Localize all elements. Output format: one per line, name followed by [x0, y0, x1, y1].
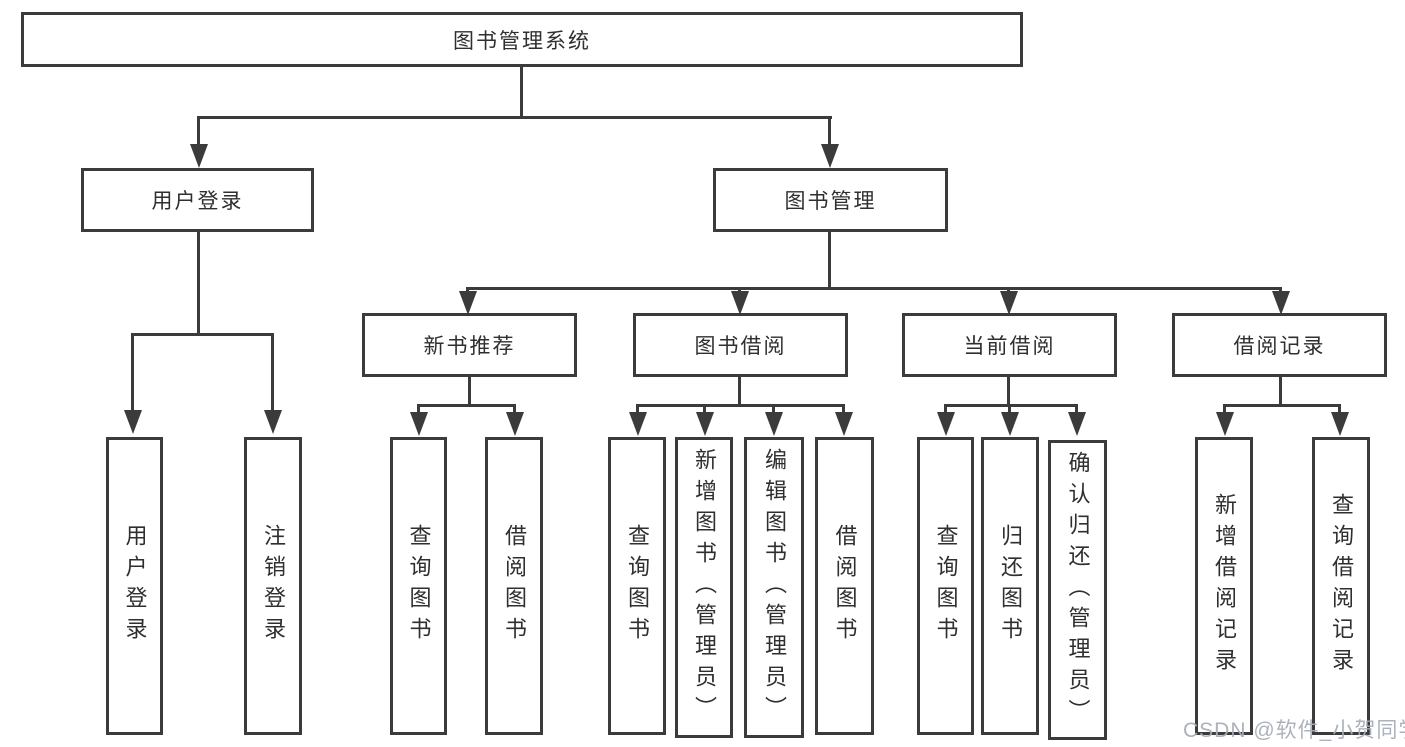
leaf-label: 注销登录 — [261, 524, 286, 648]
connector-stem-leaf — [1338, 404, 1341, 414]
connector-stem-leaf — [417, 404, 420, 414]
connector-stem — [1279, 377, 1282, 407]
leaf-query-books-borrow: 查询图书 — [608, 437, 666, 735]
connector-stem-leaf — [944, 404, 947, 414]
connector-stem-leaf — [1223, 404, 1226, 414]
node-root-label: 图书管理系统 — [453, 29, 591, 53]
leaf-label: 编辑图书（管理员） — [762, 448, 787, 727]
connector-stem-leaf — [513, 404, 516, 414]
connector-level3-split — [466, 287, 1282, 290]
connector-stem — [468, 377, 471, 407]
arrow-down-icon — [731, 291, 749, 315]
connector-stem-book-management — [828, 116, 831, 146]
arrow-down-icon — [124, 410, 142, 434]
leaf-add-borrow-record: 新增借阅记录 — [1195, 437, 1253, 735]
connector-stem-user-login — [197, 116, 200, 146]
leaf-label: 查询借阅记录 — [1329, 493, 1354, 679]
node-current-borrow: 当前借阅 — [902, 313, 1117, 377]
node-user-login-label: 用户登录 — [151, 190, 244, 213]
leaf-query-books-current: 查询图书 — [917, 437, 974, 735]
leaf-borrow-books: 借阅图书 — [815, 437, 874, 735]
arrow-down-icon — [1272, 291, 1290, 315]
arrow-down-icon — [410, 412, 428, 436]
connector-user-login-stem — [197, 232, 200, 336]
connector-stem-leaf — [1008, 404, 1011, 414]
connector-split — [944, 404, 1078, 407]
connector-stem-leaf — [1075, 404, 1078, 414]
arrow-down-icon — [835, 412, 853, 436]
leaf-user-login: 用户登录 — [106, 437, 163, 735]
arrow-down-icon — [1001, 412, 1019, 436]
leaf-logout: 注销登录 — [244, 437, 302, 735]
node-new-book-recommend-label: 新书推荐 — [423, 335, 516, 358]
csdn-watermark: CSDN @软件_小贺同学 — [1183, 719, 1405, 742]
arrow-down-icon — [1216, 412, 1234, 436]
connector-split — [636, 404, 845, 407]
arrow-down-icon — [765, 412, 783, 436]
leaf-label: 查询图书 — [625, 524, 650, 648]
leaf-edit-book-admin: 编辑图书（管理员） — [744, 437, 804, 738]
node-borrow-records: 借阅记录 — [1172, 313, 1387, 377]
connector-book-management-stem — [828, 232, 831, 290]
arrow-down-icon — [821, 144, 839, 168]
leaf-confirm-return-admin: 确认归还（管理员） — [1048, 440, 1107, 740]
connector-stem-leaf — [772, 404, 775, 414]
node-current-borrow-label: 当前借阅 — [963, 335, 1056, 358]
leaf-label: 新增借阅记录 — [1212, 493, 1237, 679]
leaf-add-book-admin: 新增图书（管理员） — [675, 437, 733, 738]
connector-stem — [1007, 377, 1010, 407]
arrow-down-icon — [459, 291, 477, 315]
arrow-down-icon — [937, 412, 955, 436]
leaf-label: 归还图书 — [998, 524, 1023, 648]
arrow-down-icon — [629, 412, 647, 436]
node-book-management: 图书管理 — [713, 168, 948, 232]
node-book-management-label: 图书管理 — [784, 190, 877, 213]
arrow-down-icon — [506, 412, 524, 436]
node-book-borrow-label: 图书借阅 — [694, 335, 787, 358]
connector-split — [1223, 404, 1341, 407]
connector-stem-leaf — [271, 333, 274, 411]
leaf-label: 确认归还（管理员） — [1065, 450, 1091, 730]
arrow-down-icon — [1331, 412, 1349, 436]
leaf-label: 借阅图书 — [832, 524, 858, 648]
arrow-down-icon — [1068, 412, 1086, 436]
leaf-label: 查询图书 — [406, 524, 432, 648]
connector-root-stem — [520, 67, 523, 118]
leaf-label: 新增图书（管理员） — [692, 448, 717, 727]
connector-stem-leaf — [842, 404, 845, 414]
arrow-down-icon — [1000, 291, 1018, 315]
connector-user-login-split — [131, 333, 274, 336]
leaf-return-book: 归还图书 — [981, 437, 1039, 735]
node-root: 图书管理系统 — [21, 12, 1023, 67]
arrow-down-icon — [696, 412, 714, 436]
connector-stem-leaf — [131, 333, 134, 411]
node-new-book-recommend: 新书推荐 — [362, 313, 577, 377]
connector-stem-leaf — [636, 404, 639, 414]
connector-stem — [738, 377, 741, 407]
leaf-label: 用户登录 — [122, 524, 148, 648]
leaf-label: 借阅图书 — [502, 524, 527, 648]
arrow-down-icon — [264, 410, 282, 434]
node-book-borrow: 图书借阅 — [633, 313, 848, 377]
connector-level1-split — [197, 116, 832, 119]
connector-stem-leaf — [703, 404, 706, 414]
arrow-down-icon — [190, 144, 208, 168]
node-user-login: 用户登录 — [81, 168, 314, 232]
leaf-query-books-recommend: 查询图书 — [390, 437, 447, 735]
node-borrow-records-label: 借阅记录 — [1233, 335, 1326, 358]
leaf-borrow-books-recommend: 借阅图书 — [485, 437, 543, 735]
leaf-query-borrow-record: 查询借阅记录 — [1312, 437, 1370, 735]
connector-split — [417, 404, 516, 407]
leaf-label: 查询图书 — [933, 524, 959, 648]
